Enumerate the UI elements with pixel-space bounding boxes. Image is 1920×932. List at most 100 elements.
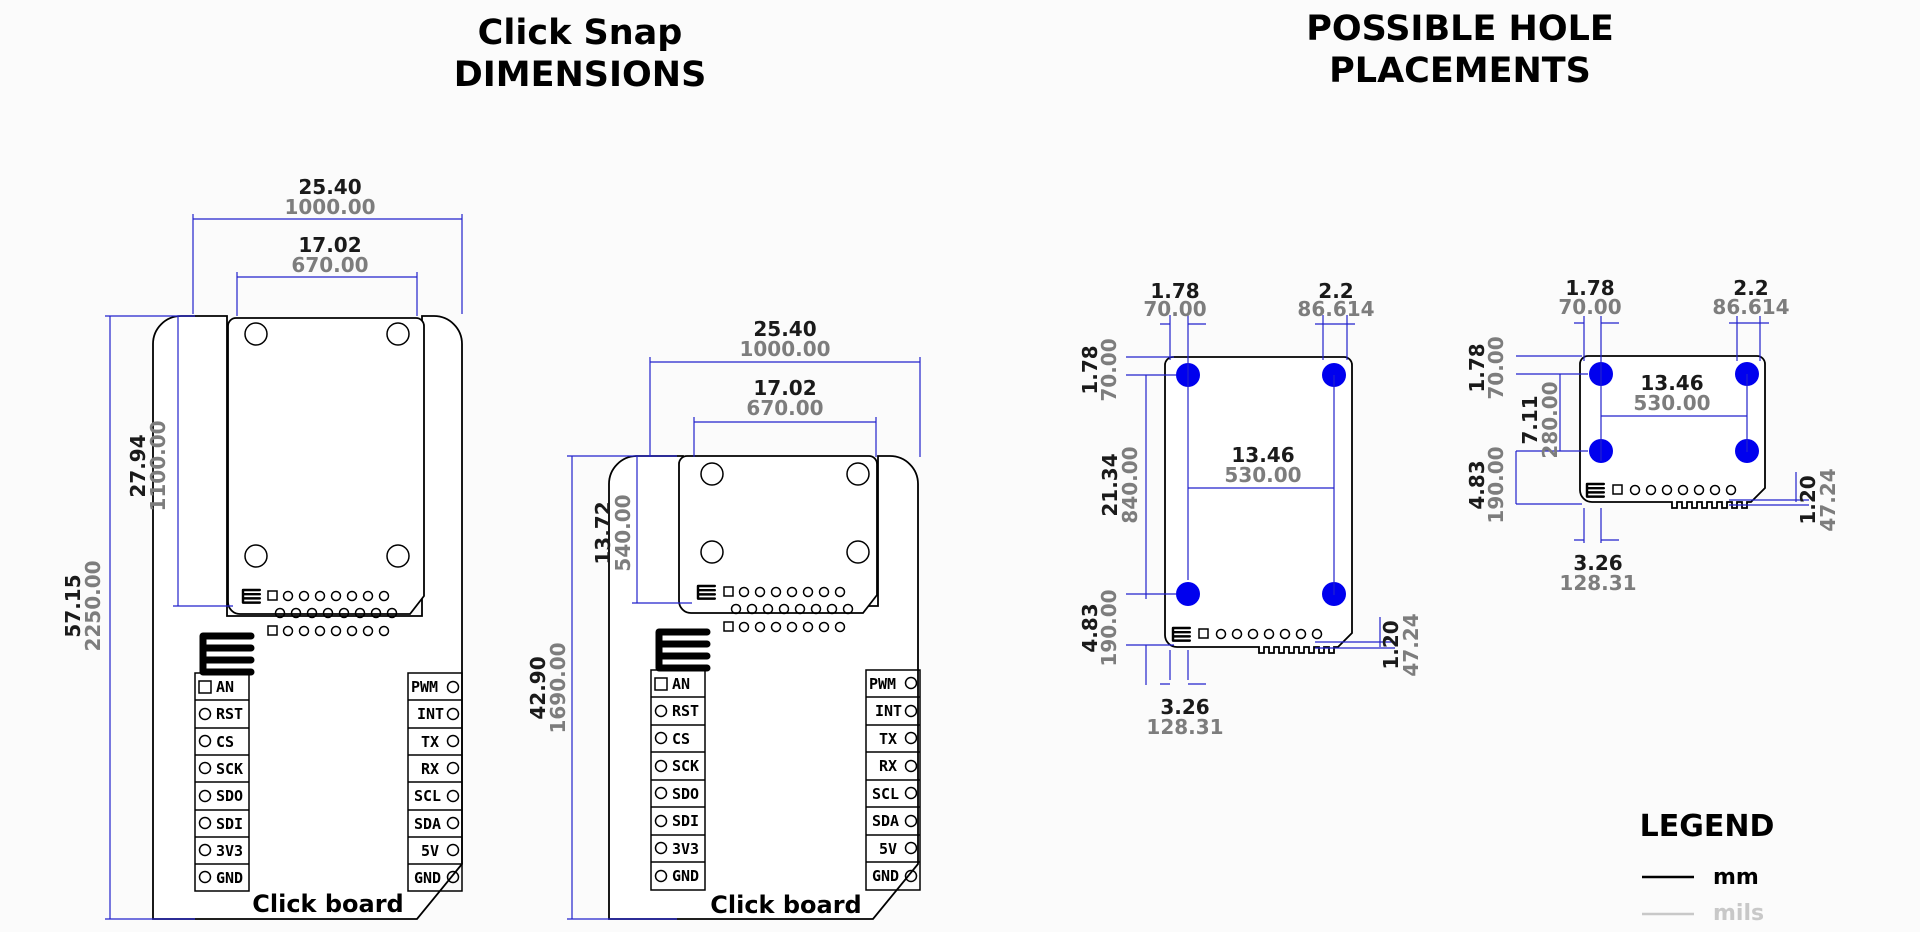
title-dimensions: Click Snap DIMENSIONS [430,12,730,96]
board-2-hole-bl [700,540,724,564]
hole-2-bottom-mil: 190.00 [1484,446,1508,523]
title-holes-line2: PLACEMENTS [1329,51,1591,91]
pin-rst: RST [216,705,243,723]
board-2-hole-tl [700,462,724,486]
board-2-height-mm: 42.90 [526,656,550,719]
hole-2-right-mm: 2.2 [1733,276,1768,300]
title-holes-line1: POSSIBLE HOLE [1306,9,1614,49]
board-1-width-mm: 25.40 [298,175,361,199]
board-1: AN RST CS SCK SDO SDI 3V3 GND PWM INT TX… [61,175,463,920]
pin-gnd-right: GND [414,869,441,887]
pin-an: AN [216,678,234,696]
board-2-pin-sda: SDA [872,812,899,830]
board-1-snap-mm: 27.94 [126,434,150,497]
legend: LEGEND mm mils [1640,809,1775,926]
hole-1-edge-mil: 47.24 [1399,613,1423,676]
hole-plate-2 [1579,355,1766,509]
board-2-dimensions: 25.40 1000.00 17.02 670.00 42.90 1690.00… [526,317,921,920]
pin-sdo: SDO [216,787,243,805]
title-dimensions-line2: DIMENSIONS [453,55,707,95]
board-2-hole-br [846,540,870,564]
board-1-height-mil: 2250.00 [81,560,105,651]
pin-sdi: SDI [216,815,243,833]
pin-scl: SCL [414,787,441,805]
hole-2-left-mil: 70.00 [1558,295,1621,319]
board-2-pin-gnd-right: GND [872,867,899,885]
hole-2-bottom-mm: 4.83 [1465,460,1489,509]
pin-pwm: PWM [411,678,438,696]
board-2-pin-5v: 5V [879,840,897,858]
board-2-inner-mm: 17.02 [753,376,816,400]
hole-1-left-mm: 1.78 [1150,279,1199,303]
title-hole-placements: POSSIBLE HOLE PLACEMENTS [1260,8,1660,92]
board-2-pin-3v3: 3V3 [672,840,699,858]
hole-2-span-v-mm: 7.11 [1518,395,1542,444]
board-2-pin-scl: SCL [872,785,899,803]
board-2-pin-tx: TX [879,730,897,748]
hole-2-right-mil: 86.614 [1712,295,1789,319]
board-2-label: Click board [710,891,862,919]
pin-cs: CS [216,733,234,751]
board-2-header-pads [730,586,854,633]
hole-2-top-mil: 70.00 [1484,336,1508,399]
hole-2-edge-mil: 47.24 [1816,468,1840,531]
board-1-label: Click board [252,890,404,918]
hole-1-right-mil: 86.614 [1297,297,1374,321]
board-1-dimensions: 25.40 1000.00 17.02 670.00 57.15 2250.00… [61,175,463,920]
hole-1-bl [1176,582,1200,606]
board-2-pin-sdi: SDI [672,812,699,830]
hole-2-offset-mil: 128.31 [1559,571,1636,595]
board-2-pin-cs: CS [672,730,690,748]
hole-1-span-h-mil: 530.00 [1224,463,1301,487]
hole-1-top-mil: 70.00 [1097,338,1121,401]
hole-1-bottom-mm: 4.83 [1078,603,1102,652]
hole-placement-1-dimensions: 1.78 70.00 2.2 86.614 1.78 70.00 21.34 8… [1078,279,1423,739]
board-2-height-mil: 1690.00 [546,642,570,733]
board-1-width-mil: 1000.00 [284,195,375,219]
board-2-pin-rx: RX [879,757,897,775]
legend-mm-label: mm [1713,865,1759,890]
board-1-header-pads [274,590,398,637]
hole-1-span-v-mm: 21.34 [1098,453,1122,516]
hole-2-left-mm: 1.78 [1565,276,1614,300]
board-1-pin-column-left: AN RST CS SCK SDO SDI 3V3 GND [194,672,250,892]
hole-1-top-mm: 1.78 [1078,345,1102,394]
board-2-pin-gnd-left: GND [672,867,699,885]
board-1-hole-bl [244,544,268,568]
board-1-hole-br [386,544,410,568]
board-2-pin-rst: RST [672,702,699,720]
hole-plate-1 [1164,356,1353,654]
board-2-width-mm: 25.40 [753,317,816,341]
board-2-pin-int: INT [875,702,902,720]
pin-sck: SCK [216,760,243,778]
pin-rx: RX [421,760,439,778]
pin-sda: SDA [414,815,441,833]
hole-2-span-h-mm: 13.46 [1640,371,1703,395]
hole-1-span-h-mm: 13.46 [1231,443,1294,467]
board-2-snap-mil: 540.00 [611,494,635,571]
board-2: AN RST CS SCK SDO SDI 3V3 GND PWM INT TX… [526,317,921,920]
board-1-outline [152,315,463,920]
board-2-pin-an: AN [672,675,690,693]
hole-2-span-h-mil: 530.00 [1633,391,1710,415]
board-2-pin-column-left: AN RST CS SCK SDO SDI 3V3 GND [650,669,706,891]
board-2-hole-tr [846,462,870,486]
hole-1-offset-mil: 128.31 [1146,715,1223,739]
board-2-width-mil: 1000.00 [739,337,830,361]
legend-mils-label: mils [1713,901,1764,926]
title-dimensions-line1: Click Snap [477,13,683,53]
board-2-snap [678,455,878,614]
hole-2-span-v-mil: 280.00 [1538,381,1562,458]
hole-2-top-mm: 1.78 [1465,343,1489,392]
hole-1-left-mil: 70.00 [1143,297,1206,321]
board-2-pin-sdo: SDO [672,785,699,803]
pin-int: INT [417,705,444,723]
hole-1-bottom-mil: 190.00 [1097,589,1121,666]
pin-5v: 5V [421,842,439,860]
hole-2-edge-mm: 1.20 [1796,475,1820,524]
legend-title: LEGEND [1640,809,1775,844]
board-1-pin-column-right: PWM INT TX RX SCL SDA 5V GND [407,672,463,892]
hole-placement-1: 1.78 70.00 2.2 86.614 1.78 70.00 21.34 8… [1078,279,1423,739]
board-1-inner-mil: 670.00 [291,253,368,277]
hole-1-span-v-mil: 840.00 [1118,446,1142,523]
